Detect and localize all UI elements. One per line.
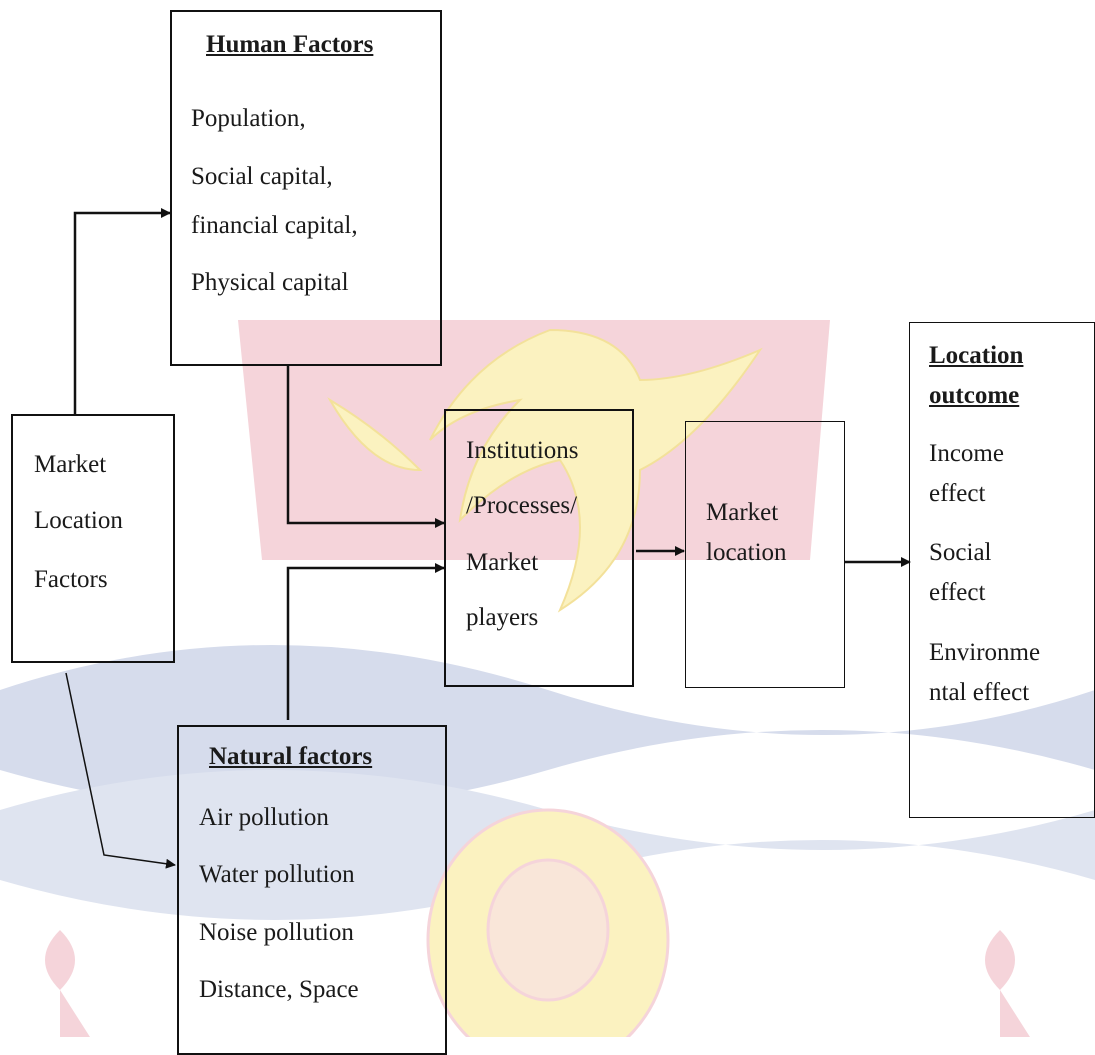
arrow-to-human-factors (73, 208, 171, 415)
arrow-to-natural-factors (65, 672, 176, 869)
location-outcome-item: ntal effect (929, 679, 1030, 706)
market-location-factors-line: Factors (34, 566, 108, 593)
arrow-human-to-institutions (286, 366, 445, 528)
market-location-line: location (706, 539, 787, 566)
location-outcome-item: Environme (929, 639, 1041, 666)
market-location-factors-box (11, 414, 175, 663)
location-outcome-item: effect (929, 480, 986, 507)
human-factor-item: financial capital, (191, 212, 358, 239)
location-outcome-item: Social (929, 539, 992, 566)
institutions-line: Market (466, 549, 539, 576)
market-location-factors-line: Market (34, 451, 107, 478)
watermark-eagle (327, 328, 763, 613)
location-outcome-title: outcome (929, 382, 1020, 409)
natural-factors-box (177, 725, 447, 1055)
natural-factor-item: Air pollution (199, 804, 329, 831)
watermark-anchors (45, 930, 1030, 1037)
human-factor-item: Social capital, (191, 163, 333, 190)
natural-factor-item: Water pollution (199, 861, 355, 888)
location-outcome-title: Location (929, 342, 1024, 369)
natural-factor-item: Distance, Space (199, 976, 359, 1003)
institutions-line: /Processes/ (466, 492, 578, 519)
human-factors-box (170, 10, 442, 366)
natural-factors-title: Natural factors (209, 743, 373, 770)
human-factors-title: Human Factors (206, 31, 374, 58)
market-location-box (685, 421, 845, 688)
market-location-factors-line: Location (34, 507, 123, 534)
watermark-emblem (426, 808, 670, 1037)
human-factor-item: Physical capital (191, 269, 349, 296)
location-outcome-item: effect (929, 579, 986, 606)
location-outcome-item: Income (929, 440, 1004, 467)
institutions-line: Institutions (466, 437, 579, 464)
human-factor-item: Population, (191, 105, 306, 132)
natural-factor-item: Noise pollution (199, 919, 354, 946)
institutions-box (444, 409, 634, 687)
market-location-line: Market (706, 499, 779, 526)
institutions-line: players (466, 604, 539, 631)
arrow-natural-to-institutions (286, 563, 445, 720)
